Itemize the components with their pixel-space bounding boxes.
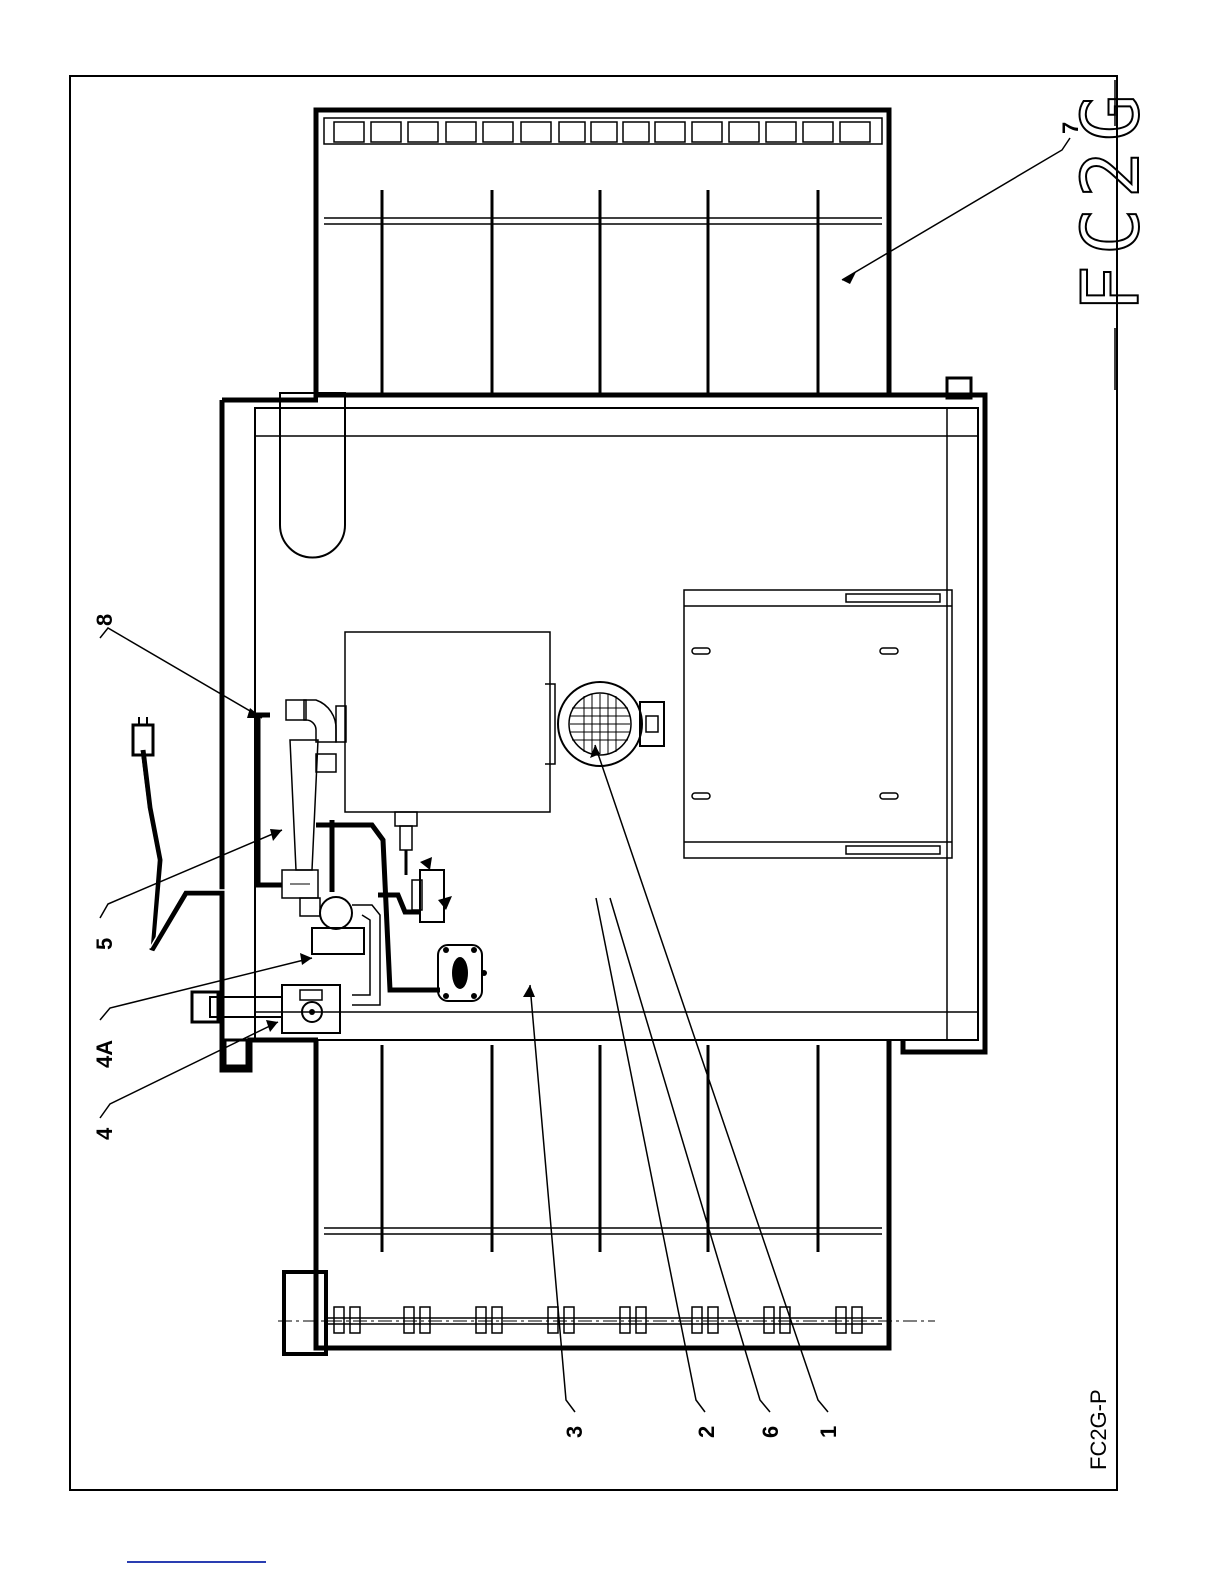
callout-4: 4	[92, 1127, 117, 1140]
gas-valve-4	[192, 985, 340, 1033]
model-label: FC2G	[1067, 84, 1157, 312]
left-conveyor	[278, 1040, 935, 1354]
blower-hood	[280, 393, 345, 558]
drawing-border	[70, 76, 1117, 1490]
drawing-code: FC2G-P	[1086, 1389, 1111, 1470]
callout-5: 5	[92, 938, 117, 950]
supply-lines	[258, 715, 440, 990]
venturi-tube	[282, 700, 346, 898]
callout-6: 6	[758, 1426, 783, 1438]
callout-3: 3	[562, 1426, 587, 1438]
leader-lines	[100, 138, 1070, 1412]
callout-1: 1	[816, 1426, 841, 1438]
thermostat-probe	[395, 812, 417, 875]
control-panel	[684, 590, 952, 858]
pressure-switch	[438, 945, 487, 1001]
tank-box	[345, 632, 550, 812]
callout-4a: 4A	[92, 1040, 117, 1068]
callout-2: 2	[694, 1426, 719, 1438]
ignition-control	[420, 870, 444, 922]
footer-rule	[127, 1561, 266, 1563]
roller-row	[334, 122, 870, 142]
chain-links	[334, 1307, 862, 1333]
power-cord	[133, 717, 226, 950]
callout-8: 8	[92, 614, 117, 626]
right-conveyor	[316, 110, 889, 395]
arrowheads	[247, 272, 856, 1032]
pump-motor	[545, 682, 664, 766]
